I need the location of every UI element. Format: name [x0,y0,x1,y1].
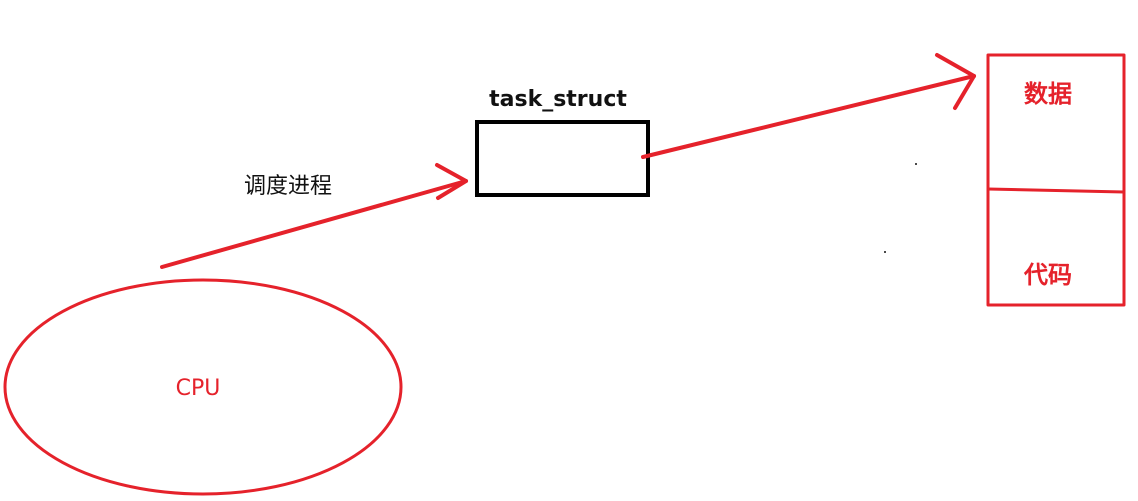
memory-block [986,53,1126,307]
memory-outline [986,53,1126,307]
schedule-edge-label: 调度进程 [244,174,332,199]
task-struct-label: task_struct [489,87,627,112]
cpu-node [3,278,403,496]
stray-dot [915,163,917,165]
pointer-arrow [641,53,976,159]
stray-dot [884,251,886,253]
cpu-label: CPU [176,376,221,401]
memory-code-label: 代码 [1023,261,1072,289]
memory-data-label: 数据 [1024,80,1072,108]
task-struct-node [475,120,650,197]
schedule-arrow [160,163,468,269]
memory-divider [986,187,1126,194]
